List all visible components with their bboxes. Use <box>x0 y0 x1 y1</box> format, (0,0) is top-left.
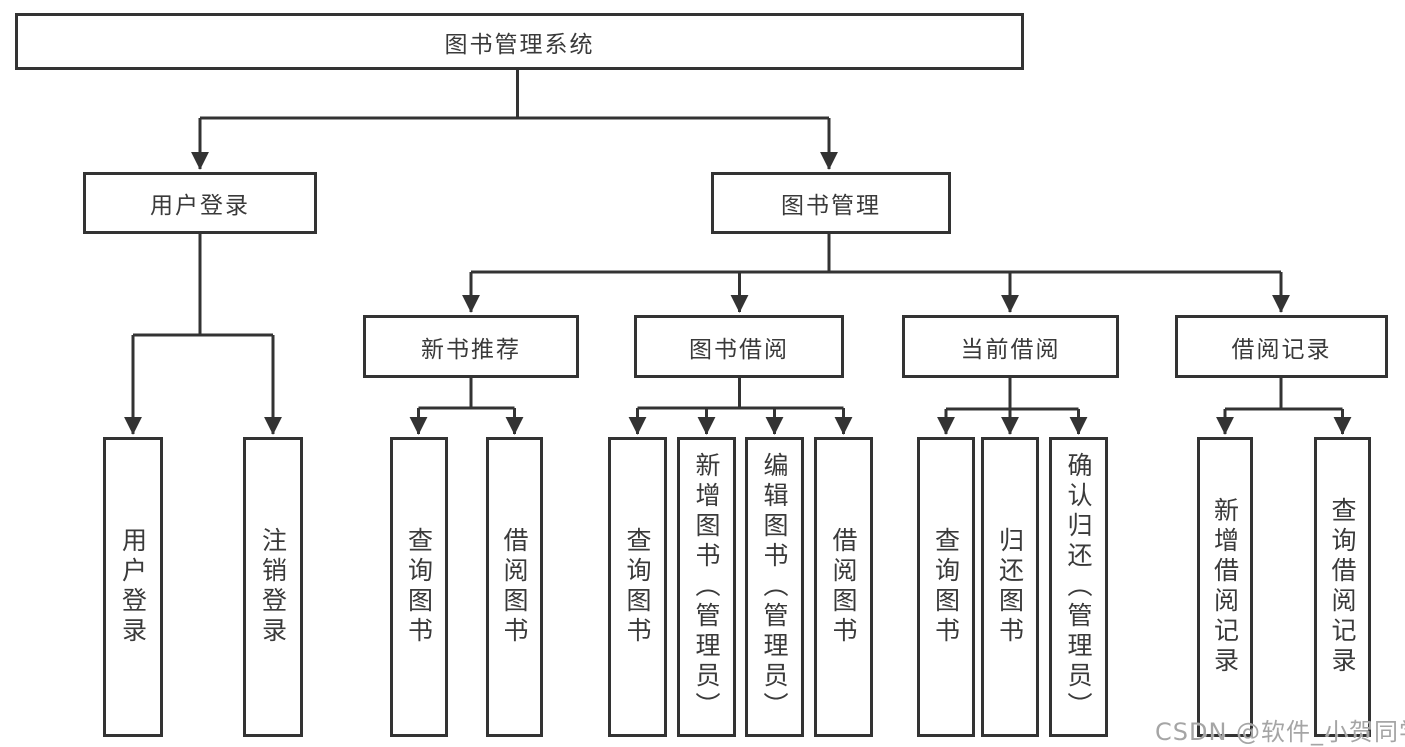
leaf-user-login: 用户登录 <box>103 437 163 737</box>
leaf-query-books-borrowing: 查询图书 <box>608 437 667 737</box>
leaf-edit-book-admin: 编辑图书（管理员） <box>745 437 804 737</box>
leaf-add-borrow-record: 新增借阅记录 <box>1197 437 1253 737</box>
leaf-logout: 注销登录 <box>243 437 303 737</box>
leaf-add-book-admin: 新增图书（管理员） <box>677 437 736 737</box>
csdn-watermark: CSDN @软件_小贺同学 <box>1155 718 1405 746</box>
node-book-borrowing: 图书借阅 <box>634 315 844 378</box>
node-new-book-recommend: 新书推荐 <box>363 315 579 378</box>
node-library-system: 图书管理系统 <box>15 13 1024 70</box>
leaf-return-books: 归还图书 <box>981 437 1039 737</box>
node-borrowing-records: 借阅记录 <box>1175 315 1388 378</box>
leaf-confirm-return-admin: 确认归还（管理员） <box>1049 437 1108 737</box>
node-current-borrowing: 当前借阅 <box>902 315 1119 378</box>
leaf-query-books-recommend: 查询图书 <box>390 437 448 737</box>
leaf-borrow-books-borrowing: 借阅图书 <box>814 437 873 737</box>
node-user-login: 用户登录 <box>83 172 317 234</box>
leaf-query-books-current: 查询图书 <box>917 437 975 737</box>
leaf-borrow-books-recommend: 借阅图书 <box>486 437 543 737</box>
node-book-management: 图书管理 <box>711 172 951 234</box>
leaf-query-borrow-record: 查询借阅记录 <box>1314 437 1371 737</box>
